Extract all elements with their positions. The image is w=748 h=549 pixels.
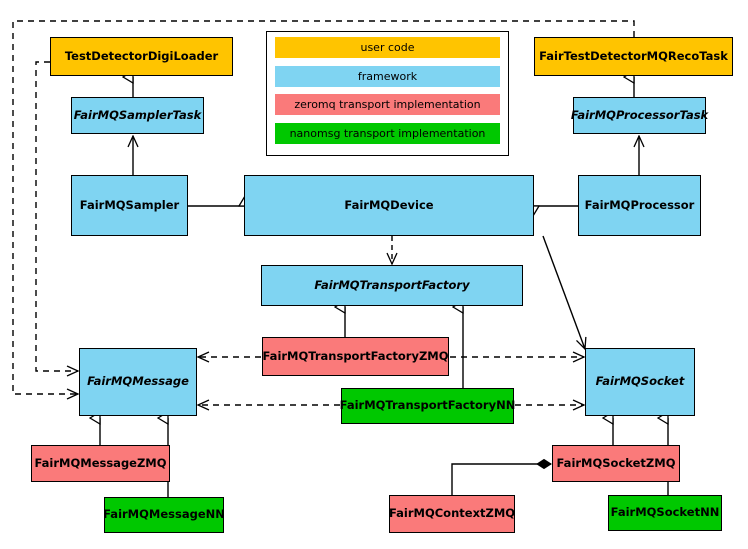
class-node-fairmqprocessor[interactable]: FairMQProcessor <box>578 175 701 236</box>
class-label: FairMQTransportFactoryZMQ <box>262 348 449 363</box>
legend-label-framework: framework <box>357 70 418 83</box>
class-node-fairmqprocessortask[interactable]: FairMQProcessorTask <box>570 97 709 134</box>
class-label: FairMQSocket <box>595 374 685 389</box>
class-label: FairMQMessage <box>87 374 189 389</box>
class-node-fairmqtransportfactorynn[interactable]: FairMQTransportFactoryNN <box>339 388 516 424</box>
legend-entry-user-code: user code <box>275 37 500 58</box>
class-node-fairmqtransportfactory[interactable]: FairMQTransportFactory <box>261 265 523 306</box>
edge-contextzmq-socketzmq <box>451 458 552 495</box>
class-label: FairMQSocketZMQ <box>556 455 676 470</box>
edge-digiloader-message <box>35 61 78 371</box>
class-label: TestDetectorDigiLoader <box>64 48 219 63</box>
legend-label-zeromq: zeromq transport implementation <box>294 98 481 111</box>
legend-entry-framework: framework <box>275 66 500 87</box>
class-node-testdetectordigiloader[interactable]: TestDetectorDigiLoader <box>50 37 233 76</box>
class-label: FairMQMessageZMQ <box>34 455 167 470</box>
class-node-fairmqdevice[interactable]: FairMQDevice <box>244 175 534 236</box>
class-label: FairMQDevice <box>344 197 434 212</box>
class-node-fairtestdetectormqrecotask[interactable]: FairTestDetectorMQRecoTask <box>534 37 733 76</box>
legend-label-nanomsg: nanomsg transport implementation <box>289 127 486 140</box>
class-node-fairmqsocket[interactable]: FairMQSocket <box>585 348 695 416</box>
edge-device-socket <box>542 235 585 349</box>
class-node-fairmqmessagezmq[interactable]: FairMQMessageZMQ <box>31 445 170 482</box>
class-node-fairmqsampler[interactable]: FairMQSampler <box>71 175 188 236</box>
class-label: FairMQProcessor <box>584 197 695 212</box>
legend-entry-zeromq: zeromq transport implementation <box>275 94 500 115</box>
class-node-fairmqmessagenn[interactable]: FairMQMessageNN <box>103 497 225 533</box>
class-node-fairmqsamplertask[interactable]: FairMQSamplerTask <box>71 97 204 134</box>
class-node-fairmqmessage[interactable]: FairMQMessage <box>79 348 197 416</box>
class-label: FairMQSampler <box>79 197 180 212</box>
class-node-fairmqsocketnn[interactable]: FairMQSocketNN <box>608 495 722 531</box>
class-label: FairMQSocketNN <box>610 505 720 520</box>
class-label: FairTestDetectorMQRecoTask <box>539 48 728 63</box>
legend-entry-nanomsg: nanomsg transport implementation <box>275 123 500 144</box>
class-node-fairmqsocketzmq[interactable]: FairMQSocketZMQ <box>552 445 680 482</box>
class-label: FairMQContextZMQ <box>388 506 516 521</box>
class-label: FairMQMessageNN <box>103 507 225 522</box>
class-label: FairMQTransportFactory <box>314 277 470 292</box>
class-label: FairMQProcessorTask <box>570 107 709 122</box>
legend-label-user-code: user code <box>360 41 415 54</box>
class-node-fairmqcontextzmq[interactable]: FairMQContextZMQ <box>389 495 515 533</box>
class-node-fairmqtransportfactoryzmq[interactable]: FairMQTransportFactoryZMQ <box>262 337 449 376</box>
class-label: FairMQTransportFactoryNN <box>339 398 516 413</box>
class-label: FairMQSamplerTask <box>73 107 202 122</box>
